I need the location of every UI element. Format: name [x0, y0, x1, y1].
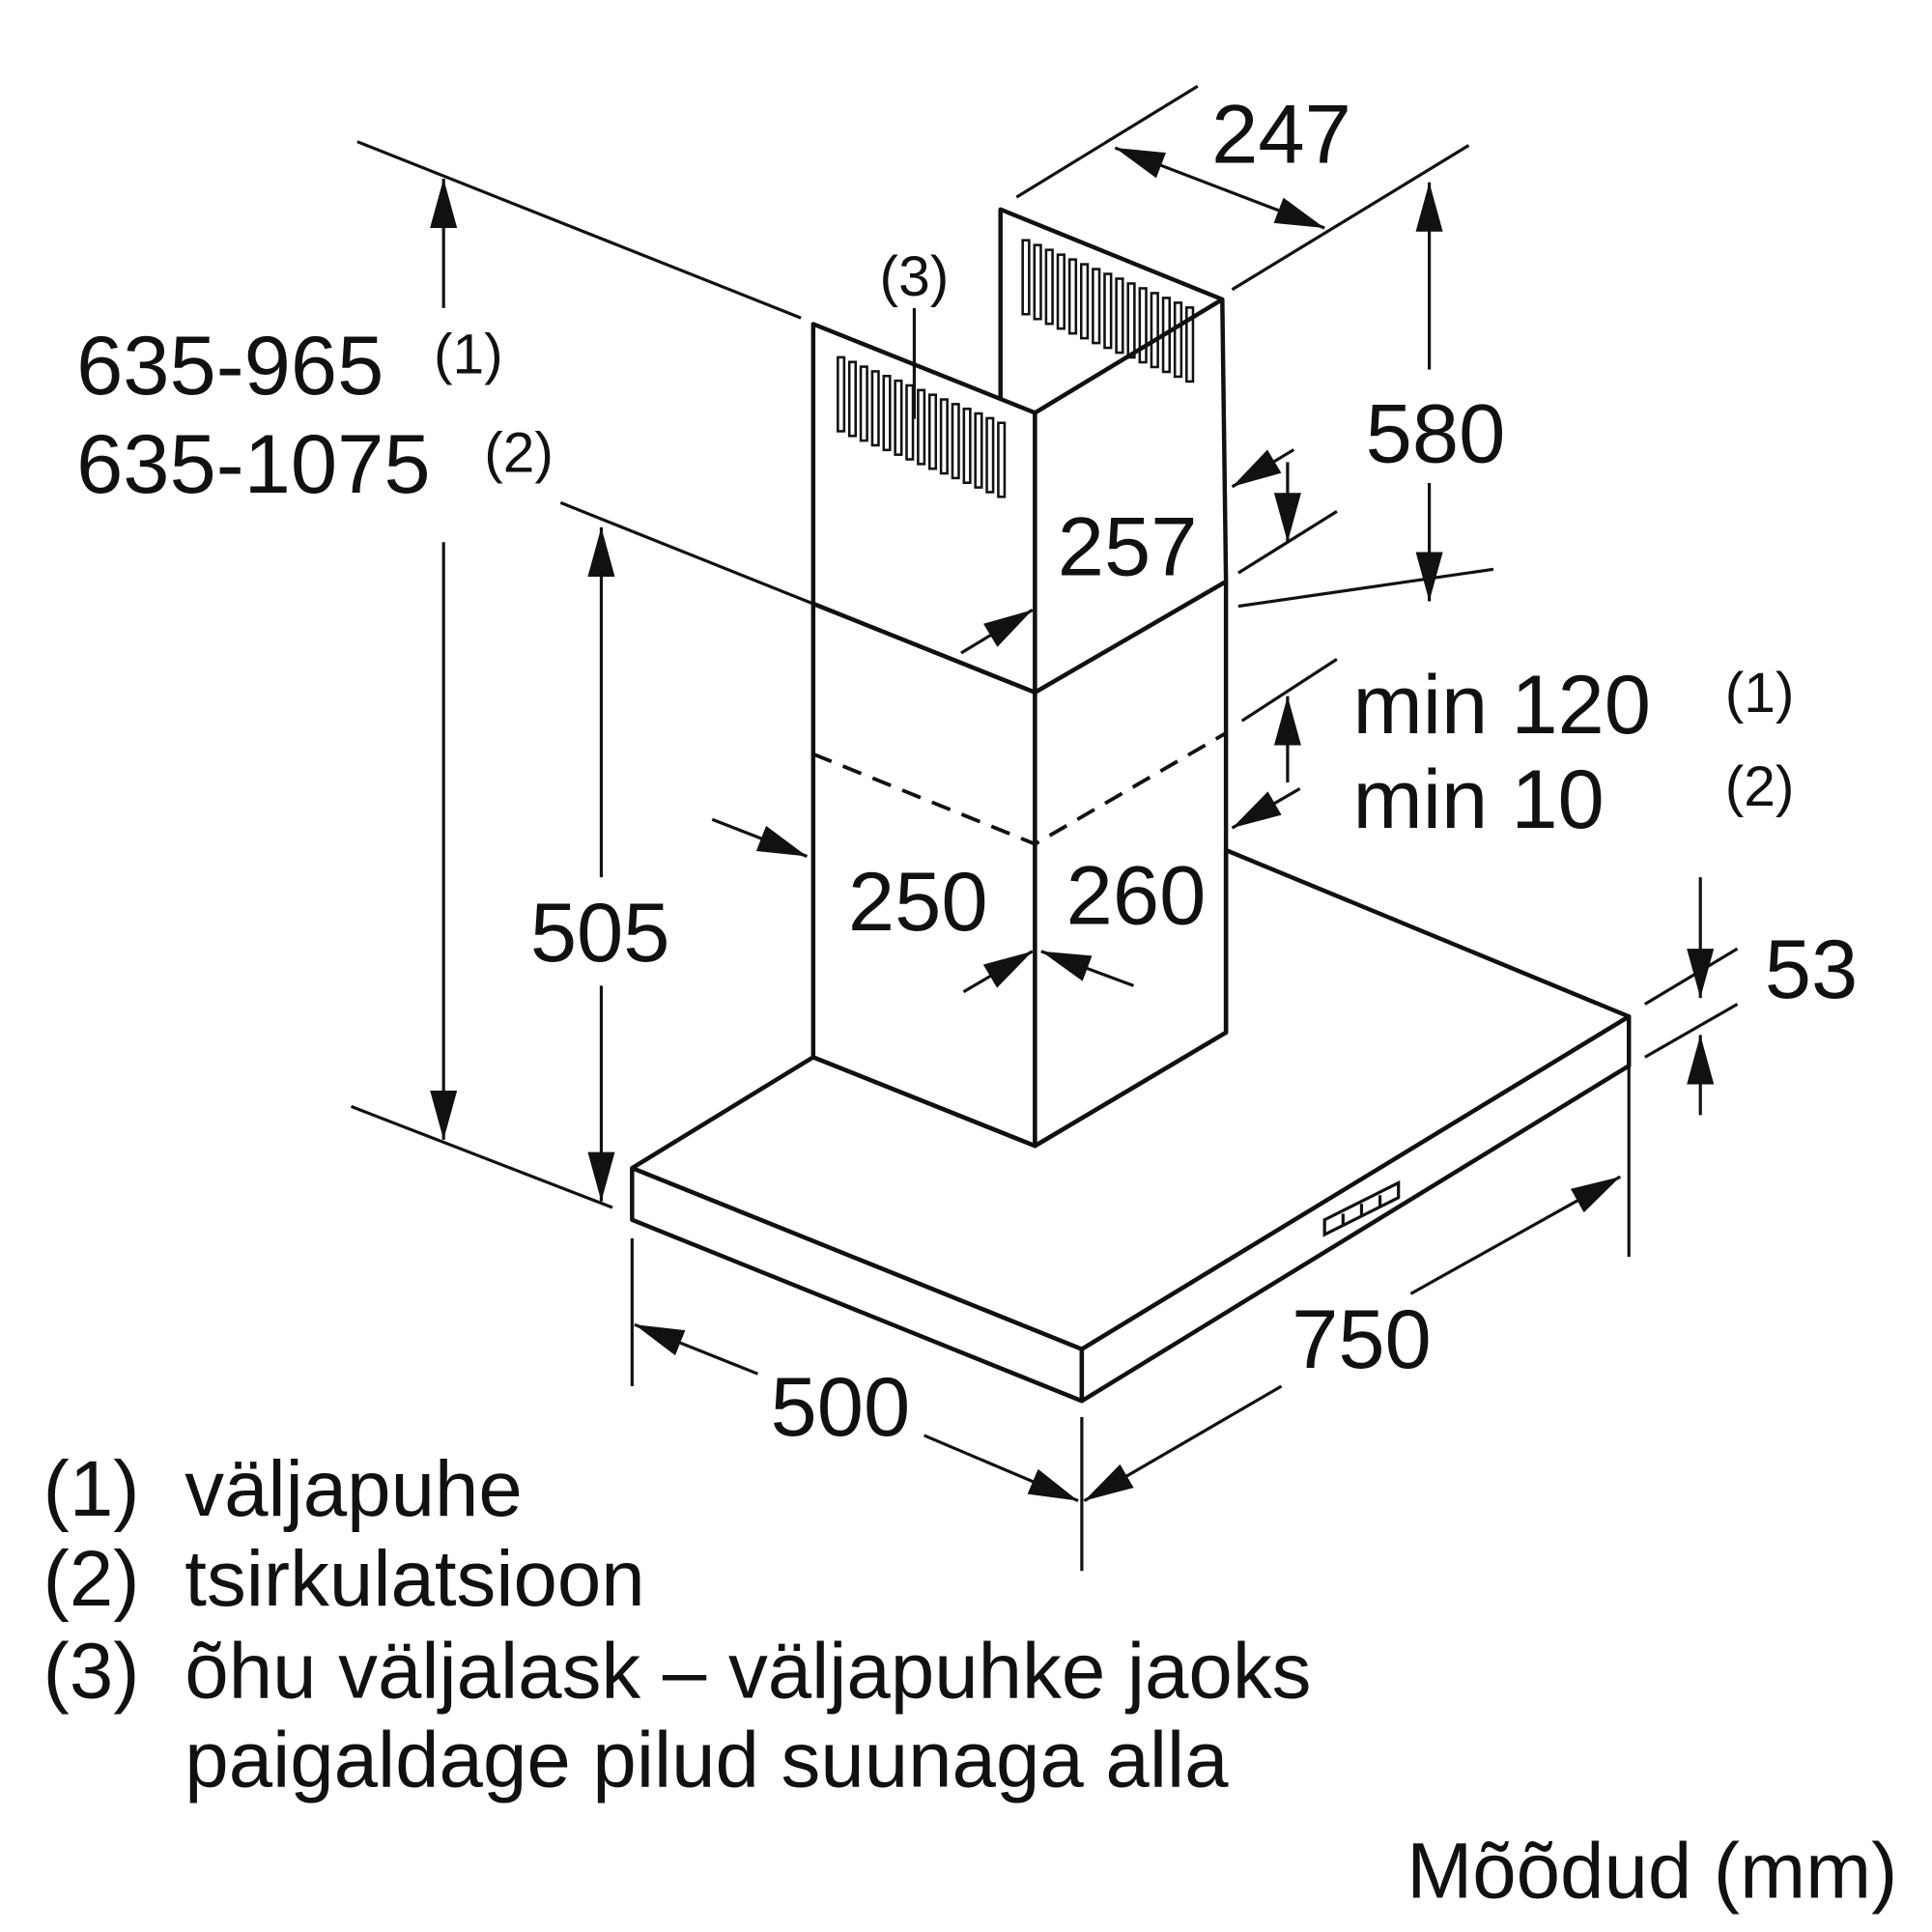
vent-slot — [870, 370, 880, 447]
vent-slot — [939, 398, 949, 475]
ref-3: (3) — [880, 245, 950, 308]
vent-slot — [1126, 282, 1136, 359]
canopy-front-right — [1079, 1014, 1632, 1404]
vent-slot — [1150, 292, 1159, 369]
vent-slot — [1079, 263, 1090, 340]
dim-505: 505 — [530, 886, 670, 980]
vent-slot — [1056, 253, 1065, 330]
legend-label-1: väljapuhe — [185, 1445, 522, 1533]
dim-53: 53 — [1765, 923, 1858, 1016]
vent-slot — [962, 407, 972, 485]
vent-slot — [1033, 243, 1042, 321]
vent-slot — [927, 393, 938, 470]
overlap-dashed-line — [812, 731, 1228, 846]
vent-slot — [1138, 287, 1148, 364]
dim-247: 247 — [1211, 87, 1351, 181]
legend: (1) väljapuhe (2) tsirkulatsioon (3) õhu… — [43, 1445, 1312, 1804]
vent-slot — [847, 360, 858, 438]
vent-slot — [1173, 301, 1183, 379]
legend-label-2: tsirkulatsioon — [185, 1535, 644, 1623]
dim-min-10: min 10 — [1353, 753, 1605, 846]
units-note: Mõõdud (mm) — [1406, 1827, 1897, 1915]
dimension-lines — [430, 146, 1715, 1503]
ref-min-2: (2) — [1725, 755, 1795, 818]
vent-slot — [1103, 272, 1113, 350]
vent-slot — [1067, 258, 1078, 335]
control-panel — [1322, 1179, 1401, 1237]
dim-750: 750 — [1292, 1293, 1432, 1386]
dim-260: 260 — [1066, 849, 1207, 943]
ref-2: (2) — [484, 422, 554, 485]
vent-slot — [882, 375, 892, 452]
vent-slot — [1161, 297, 1172, 374]
legend-label-3: õhu väljalask – väljapuhke jaoks — [185, 1628, 1311, 1716]
vent-slot — [894, 379, 903, 456]
vent-slot — [974, 412, 983, 489]
vent-slot — [917, 388, 926, 466]
vent-slot — [1092, 268, 1101, 345]
vent-slot — [997, 421, 1007, 498]
vent-slot — [1115, 277, 1124, 355]
legend-label-3b: paigaldage pilud suunaga alla — [185, 1716, 1229, 1804]
legend-key-2: (2) — [43, 1535, 140, 1623]
dim-580: 580 — [1366, 386, 1506, 480]
legend-key-3: (3) — [43, 1628, 140, 1716]
vent-slots-left — [837, 355, 1007, 498]
dimension-labels: 247 580 635-965 (1) 635-1075 (2) (3) 257… — [76, 87, 1858, 1454]
vent-slots-rear — [1021, 239, 1195, 384]
extension-lines — [350, 84, 1739, 1572]
vent-slot — [837, 355, 846, 433]
hood-body — [630, 207, 1632, 1404]
dim-min-120: min 120 — [1353, 658, 1652, 752]
vent-slot — [1021, 239, 1031, 316]
vent-slot — [905, 384, 915, 461]
ref-min-1: (1) — [1725, 662, 1795, 724]
vent-slot — [1044, 248, 1054, 326]
dim-257: 257 — [1058, 500, 1198, 594]
vent-slot — [985, 416, 995, 494]
dim-total-height-2: 635-1075 — [76, 417, 430, 511]
dim-total-height-1: 635-965 — [76, 319, 384, 412]
vent-slot — [859, 365, 868, 442]
dim-250: 250 — [848, 855, 988, 949]
dim-500: 500 — [771, 1360, 911, 1454]
vent-slot — [1185, 306, 1195, 384]
ref-1: (1) — [434, 323, 503, 385]
vent-slot — [951, 403, 960, 480]
legend-key-1: (1) — [43, 1445, 140, 1533]
